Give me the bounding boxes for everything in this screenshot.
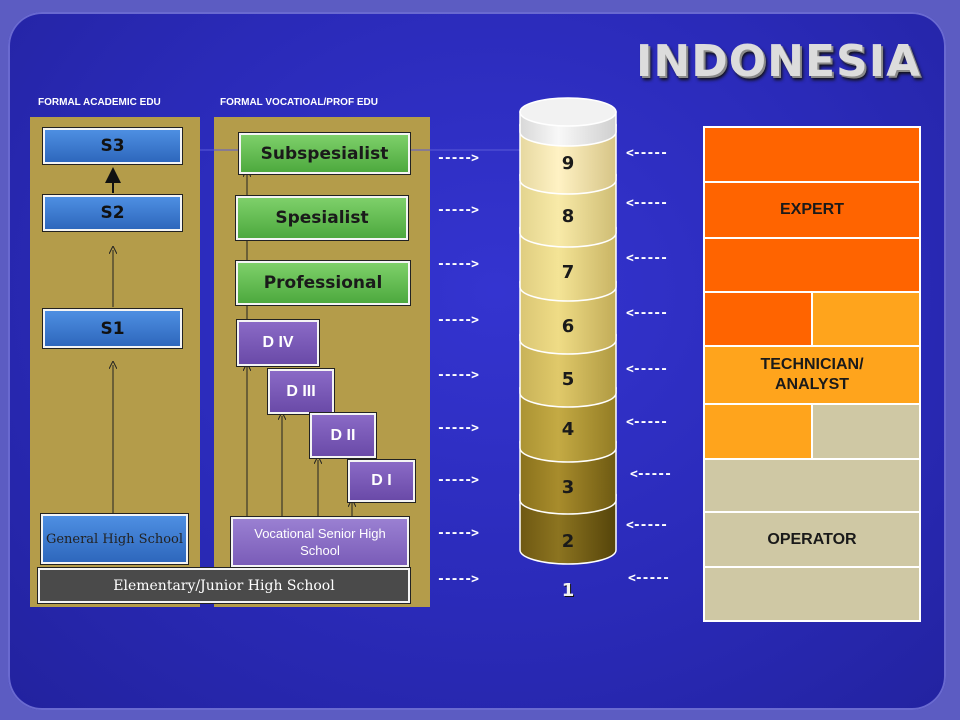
- arrow-right-3: ----->: [437, 473, 479, 488]
- d2-block: D II: [309, 412, 377, 459]
- d3-block: D III: [267, 368, 335, 415]
- arrow-left-3: <-----: [630, 467, 672, 482]
- s2-block: S2: [42, 194, 183, 232]
- level-label-9: 9: [561, 153, 575, 174]
- arrow-left-8: <-----: [626, 196, 668, 211]
- general-high-school-block: General High School: [40, 513, 189, 565]
- expert-label: EXPERT: [779, 201, 844, 218]
- arrow-right-7: ----->: [437, 257, 479, 272]
- technician-label: TECHNICIAN/ ANALYST: [760, 356, 864, 393]
- d4-block: D IV: [236, 319, 320, 367]
- operator-cell-4: [704, 567, 920, 621]
- expert-cell-3: [704, 238, 920, 292]
- professional-block: Professional: [235, 260, 411, 306]
- arrow-left-4: <-----: [626, 415, 668, 430]
- level-label-7: 7: [561, 262, 575, 283]
- expert-cell-2: EXPERT: [704, 182, 920, 238]
- competency-grid: EXPERT TECHNICIAN/ ANALYST OPERATOR: [703, 126, 921, 622]
- level-label-5: 5: [561, 369, 575, 390]
- operator-cell-1: [812, 404, 920, 459]
- level-label-6: 6: [561, 316, 575, 337]
- d1-block: D I: [347, 459, 416, 503]
- arrow-left-6: <-----: [626, 306, 668, 321]
- operator-cell-3: OPERATOR: [704, 512, 920, 567]
- arrow-right-2: ----->: [437, 526, 479, 541]
- level-label-2: 2: [561, 531, 575, 552]
- arrow-right-5: ----->: [437, 368, 479, 383]
- technician-cell-3: [704, 404, 812, 459]
- arrow-right-8: ----->: [437, 203, 479, 218]
- technician-cell-1: [812, 292, 920, 346]
- arrow-left-2: <-----: [626, 518, 668, 533]
- arrow-right-4: ----->: [437, 421, 479, 436]
- arrow-left-9: <-----: [626, 146, 668, 161]
- arrow-right-6: ----->: [437, 313, 479, 328]
- arrow-left-1: <-----: [628, 571, 670, 586]
- level-label-4: 4: [561, 419, 575, 440]
- slide-title: INDONESIA: [636, 36, 922, 87]
- operator-cell-2: [704, 459, 920, 512]
- expert-cell-1: [704, 127, 920, 182]
- arrow-right-9: ----->: [437, 151, 479, 166]
- vocational-column-heading: FORMAL VOCATIOAL/PROF EDU: [220, 97, 378, 108]
- arrow-left-5: <-----: [626, 362, 668, 377]
- vocational-high-school-block: Vocational Senior High School: [230, 516, 410, 568]
- academic-column-heading: FORMAL ACADEMIC EDU: [38, 97, 161, 108]
- cylinder-top-cap: [519, 97, 617, 147]
- technician-cell-2: TECHNICIAN/ ANALYST: [704, 346, 920, 404]
- arrow-right-1: ----->: [437, 572, 479, 587]
- level-label-3: 3: [561, 477, 575, 498]
- s1-block: S1: [42, 308, 183, 349]
- subspecialist-block: Subspesialist: [238, 132, 411, 175]
- level-label-1: 1: [561, 580, 575, 601]
- expert-cell-4: [704, 292, 812, 346]
- specialist-block: Spesialist: [235, 195, 409, 241]
- elementary-junior-high-block: Elementary/Junior High School: [37, 567, 411, 604]
- arrow-left-7: <-----: [626, 251, 668, 266]
- operator-label: OPERATOR: [767, 530, 857, 548]
- s3-block: S3: [42, 127, 183, 165]
- level-label-8: 8: [561, 206, 575, 227]
